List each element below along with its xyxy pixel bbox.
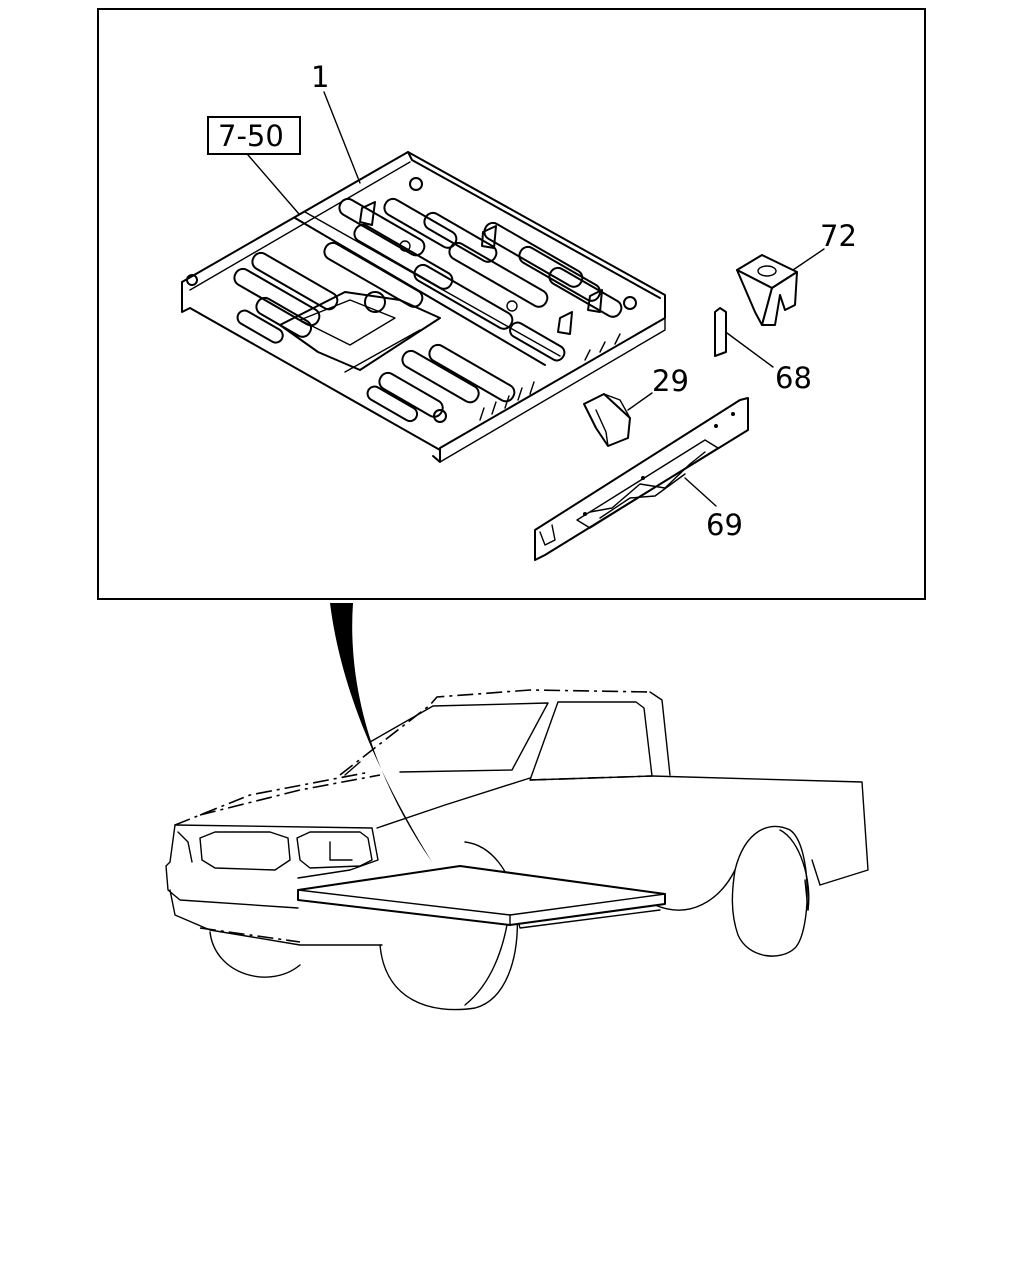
sill-rail-69 [534,397,749,561]
gusset-29 [583,393,631,447]
floor-location-highlight [297,865,666,926]
callout-29: 29 [652,364,689,398]
reference-box [207,116,301,155]
callout-69: 69 [706,508,743,542]
floor-panel [181,151,666,463]
detail-frame [97,8,926,600]
truck-outline [165,689,869,1011]
callout-68: 68 [775,361,812,395]
bracket-72 [736,254,798,326]
callout-72: 72 [820,219,857,253]
callout-1: 1 [311,60,329,94]
strip-68 [714,307,727,357]
location-pointer [330,603,432,862]
reference-label: 7-50 [218,119,284,153]
